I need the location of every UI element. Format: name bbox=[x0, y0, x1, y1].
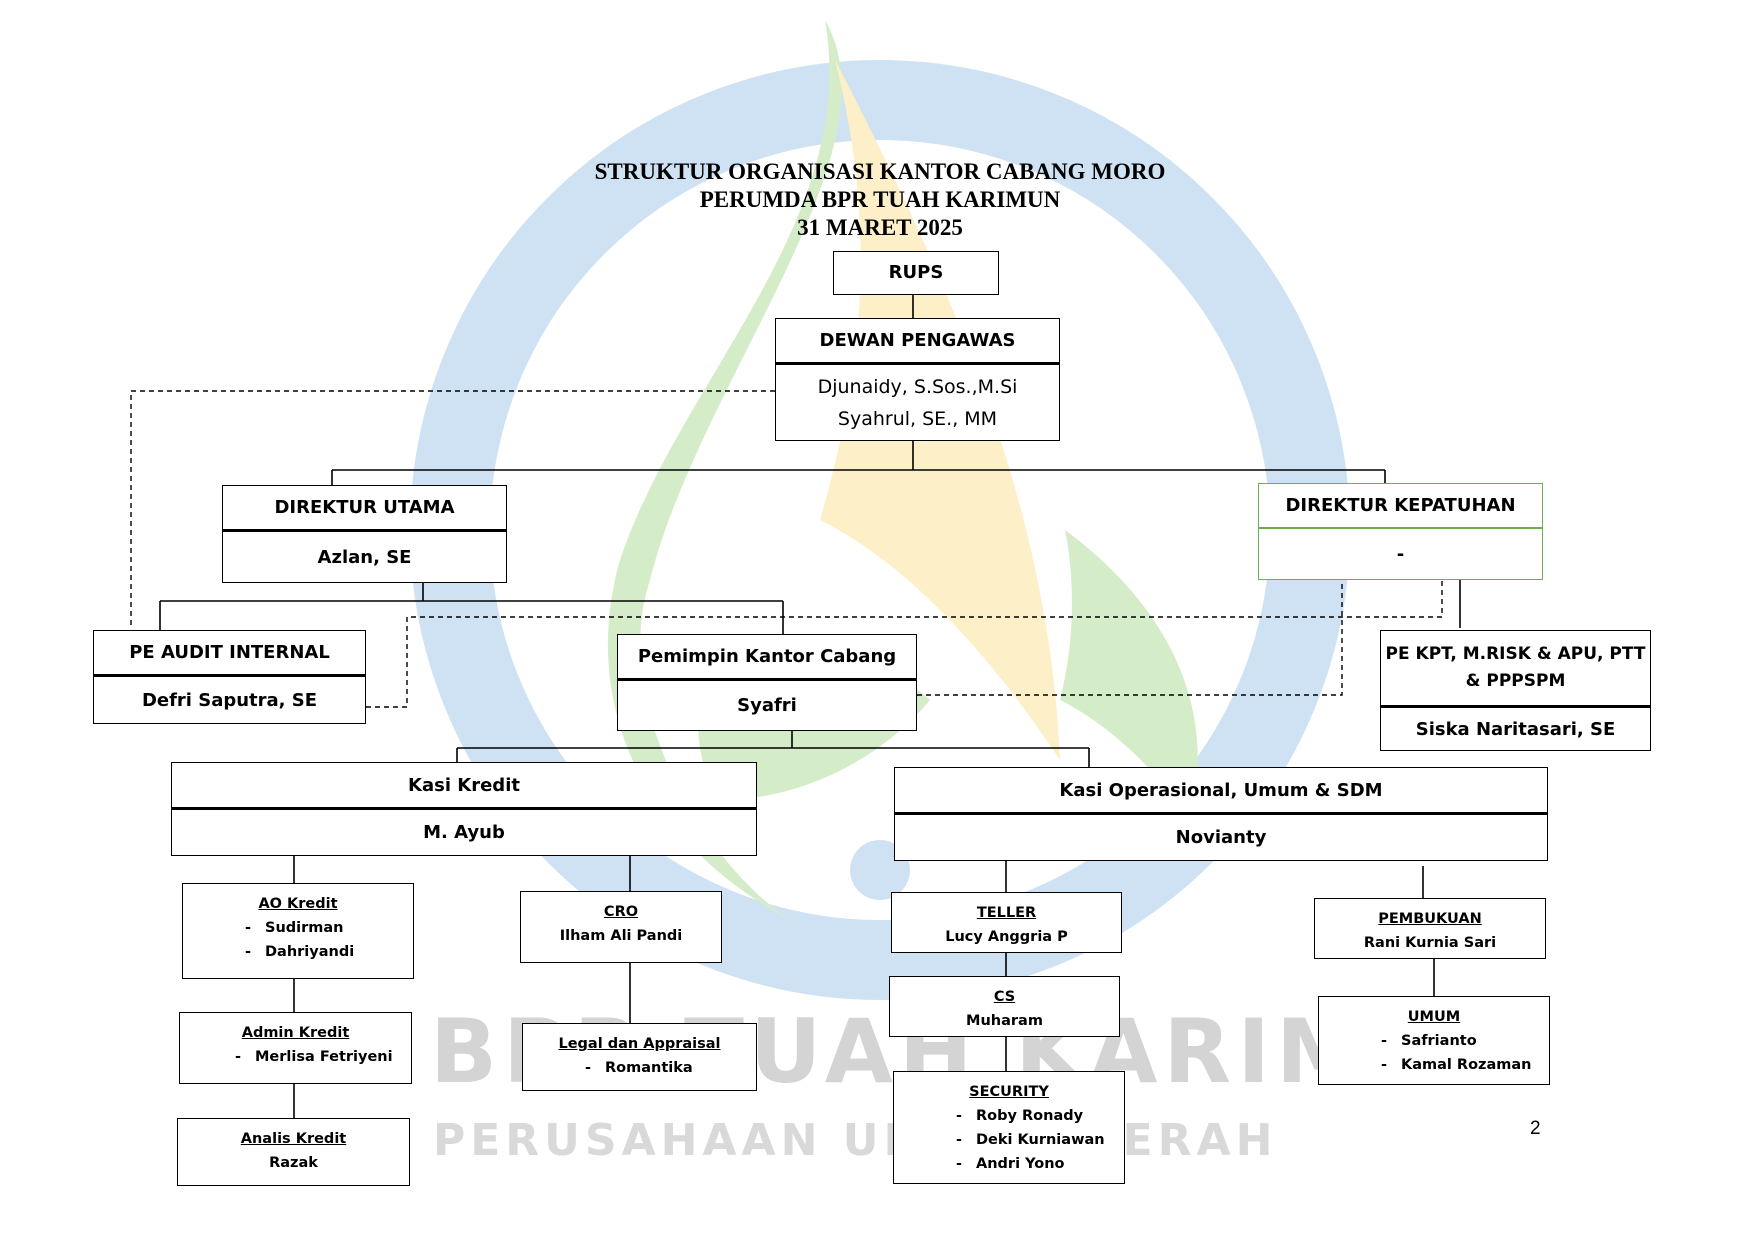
teller-name: Lucy Anggria P bbox=[945, 929, 1068, 945]
pe-audit-internal-label: PE AUDIT INTERNAL bbox=[129, 642, 330, 663]
pe-kpt-label: PE KPT, M.RISK & APU, PTT & PPPSPM bbox=[1381, 631, 1650, 705]
list-item: Merlisa Fetriyeni bbox=[235, 1045, 411, 1069]
list-item: Sudirman bbox=[245, 916, 413, 940]
rups-box: RUPS bbox=[833, 251, 999, 295]
list-item: Romantika bbox=[585, 1056, 756, 1080]
ao-kredit-box: AO Kredit Sudirman Dahriyandi bbox=[182, 883, 414, 979]
pe-audit-internal-box: PE AUDIT INTERNAL Defri Saputra, SE bbox=[93, 630, 366, 724]
ao-kredit-label: AO Kredit bbox=[258, 896, 338, 912]
pe-kpt-box: PE KPT, M.RISK & APU, PTT & PPPSPM Siska… bbox=[1380, 630, 1651, 751]
cs-name: Muharam bbox=[966, 1013, 1043, 1029]
legal-appraisal-box: Legal dan Appraisal Romantika bbox=[522, 1023, 757, 1091]
direktur-kepatuhan-label: DIREKTUR KEPATUHAN bbox=[1285, 495, 1516, 516]
watermark-leaf-right bbox=[1060, 530, 1198, 820]
list-item: Deki Kurniawan bbox=[956, 1128, 1124, 1152]
kasi-kredit-name: M. Ayub bbox=[172, 807, 756, 855]
admin-kredit-list: Merlisa Fetriyeni bbox=[180, 1045, 411, 1069]
kasi-operasional-label: Kasi Operasional, Umum & SDM bbox=[1059, 779, 1383, 801]
direktur-kepatuhan-box: DIREKTUR KEPATUHAN - bbox=[1258, 483, 1543, 580]
legal-appraisal-list: Romantika bbox=[523, 1056, 756, 1080]
pemimpin-kantor-cabang-box: Pemimpin Kantor Cabang Syafri bbox=[617, 634, 917, 731]
watermark-text-sub: PERUSAHAAN UMUM DAERAH bbox=[433, 1115, 1278, 1166]
pe-kpt-label-line2: & PPPSPM bbox=[1465, 671, 1566, 691]
pembukuan-name: Rani Kurnia Sari bbox=[1363, 935, 1497, 951]
pemimpin-label: Pemimpin Kantor Cabang bbox=[637, 646, 897, 667]
cro-label: CRO bbox=[603, 904, 639, 920]
dewan-member: Djunaidy, S.Sos.,M.Si bbox=[817, 375, 1018, 398]
list-item: Roby Ronady bbox=[956, 1104, 1124, 1128]
page-subtitle: PERUMDA BPR TUAH KARIMUN bbox=[699, 187, 1061, 212]
kasi-operasional-box: Kasi Operasional, Umum & SDM Novianty bbox=[894, 767, 1548, 861]
teller-box: TELLER Lucy Anggria P bbox=[891, 892, 1122, 953]
page-title: STRUKTUR ORGANISASI KANTOR CABANG MORO bbox=[594, 159, 1166, 184]
cro-name: Ilham Ali Pandi bbox=[559, 928, 683, 944]
analis-kredit-name: Razak bbox=[269, 1155, 318, 1171]
direktur-kepatuhan-name: - bbox=[1259, 527, 1542, 579]
analis-kredit-label: Analis Kredit bbox=[240, 1131, 347, 1147]
kasi-kredit-box: Kasi Kredit M. Ayub bbox=[171, 762, 757, 856]
admin-kredit-label: Admin Kredit bbox=[241, 1025, 350, 1041]
analis-kredit-box: Analis Kredit Razak bbox=[177, 1118, 410, 1186]
pe-kpt-name: Siska Naritasari, SE bbox=[1381, 705, 1650, 750]
dewan-member: Syahrul, SE., MM bbox=[837, 407, 998, 430]
ao-kredit-list: Sudirman Dahriyandi bbox=[183, 916, 413, 964]
direktur-utama-label: DIREKTUR UTAMA bbox=[274, 497, 455, 518]
page-date: 31 MARET 2025 bbox=[797, 215, 963, 240]
security-box: SECURITY Roby Ronady Deki Kurniawan Andr… bbox=[893, 1071, 1125, 1184]
rups-label: RUPS bbox=[888, 262, 944, 283]
umum-label: UMUM bbox=[1407, 1009, 1461, 1025]
security-list: Roby Ronady Deki Kurniawan Andri Yono bbox=[894, 1104, 1124, 1176]
umum-list: Safrianto Kamal Rozaman bbox=[1319, 1029, 1549, 1077]
pemimpin-name: Syafri bbox=[618, 678, 916, 730]
legal-appraisal-label: Legal dan Appraisal bbox=[558, 1036, 721, 1052]
dashed-pemimpin-dirkep bbox=[917, 580, 1343, 696]
admin-kredit-box: Admin Kredit Merlisa Fetriyeni bbox=[179, 1012, 412, 1084]
dashed-audit-dirkep bbox=[366, 580, 1443, 708]
direktur-utama-name: Azlan, SE bbox=[223, 529, 506, 582]
direktur-utama-box: DIREKTUR UTAMA Azlan, SE bbox=[222, 485, 507, 583]
teller-label: TELLER bbox=[976, 905, 1037, 921]
kasi-operasional-name: Novianty bbox=[895, 812, 1547, 860]
pe-audit-internal-name: Defri Saputra, SE bbox=[94, 674, 365, 723]
pe-kpt-label-line1: PE KPT, M.RISK & APU, PTT bbox=[1385, 644, 1646, 664]
list-item: Andri Yono bbox=[956, 1152, 1124, 1176]
list-item: Safrianto bbox=[1381, 1029, 1549, 1053]
dewan-pengawas-box: DEWAN PENGAWAS Djunaidy, S.Sos.,M.Si Sya… bbox=[775, 318, 1060, 441]
cs-label: CS bbox=[993, 989, 1016, 1005]
cro-box: CRO Ilham Ali Pandi bbox=[520, 891, 722, 963]
list-item: Dahriyandi bbox=[245, 940, 413, 964]
dewan-pengawas-members: Djunaidy, S.Sos.,M.Si Syahrul, SE., MM bbox=[776, 362, 1059, 440]
pembukuan-label: PEMBUKUAN bbox=[1378, 911, 1482, 927]
security-label: SECURITY bbox=[969, 1084, 1049, 1100]
page-number: 2 bbox=[1530, 1118, 1541, 1139]
dewan-pengawas-label: DEWAN PENGAWAS bbox=[819, 330, 1016, 351]
pembukuan-box: PEMBUKUAN Rani Kurnia Sari bbox=[1314, 898, 1546, 959]
list-item: Kamal Rozaman bbox=[1381, 1053, 1549, 1077]
umum-box: UMUM Safrianto Kamal Rozaman bbox=[1318, 996, 1550, 1085]
cs-box: CS Muharam bbox=[889, 976, 1120, 1037]
dashed-dewan-audit bbox=[130, 390, 775, 628]
kasi-kredit-label: Kasi Kredit bbox=[408, 774, 520, 796]
